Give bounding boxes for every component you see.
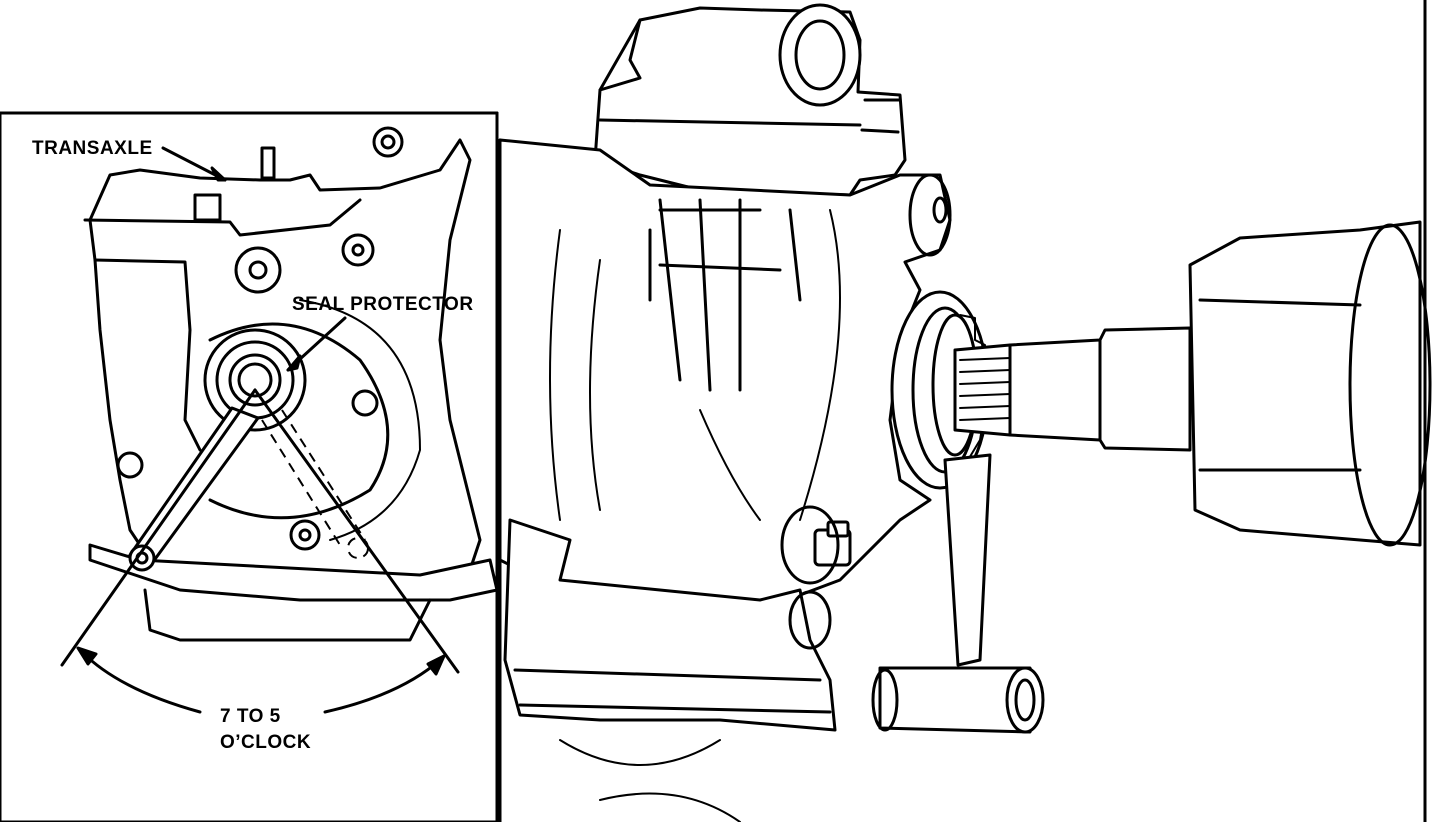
inset-panel <box>0 111 499 822</box>
label-transaxle: TRANSAXLE <box>32 138 153 159</box>
label-angle-line2: O’CLOCK <box>220 732 311 753</box>
label-angle-line1: 7 TO 5 <box>220 706 281 727</box>
callouts <box>76 146 446 714</box>
main-view-transaxle <box>498 0 1432 822</box>
label-seal-protector: SEAL PROTECTOR <box>292 294 474 315</box>
